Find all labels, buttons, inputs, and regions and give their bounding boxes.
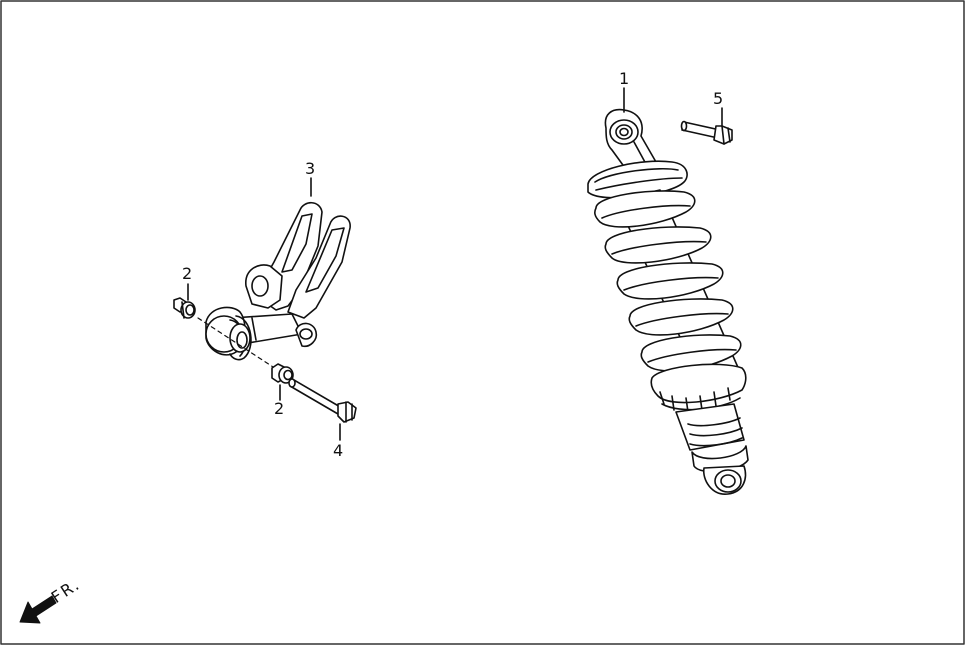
callout-3: 3: [305, 159, 316, 178]
callout-2-upper: 2: [182, 264, 193, 283]
shock-absorber-part: [587, 108, 749, 495]
spring-coils: [594, 190, 742, 372]
front-direction-arrow-icon: [19, 595, 57, 624]
rocker-arm-part: [205, 201, 351, 361]
nut-2a-part: [173, 297, 196, 319]
callout-5: 5: [713, 89, 724, 108]
bolt-4-part: [288, 378, 357, 423]
nut-2b-part: [271, 363, 294, 384]
bolt-5-part: [680, 120, 733, 145]
callout-4: 4: [333, 441, 344, 460]
callout-1: 1: [619, 69, 630, 88]
callout-2-lower: 2: [274, 399, 285, 418]
